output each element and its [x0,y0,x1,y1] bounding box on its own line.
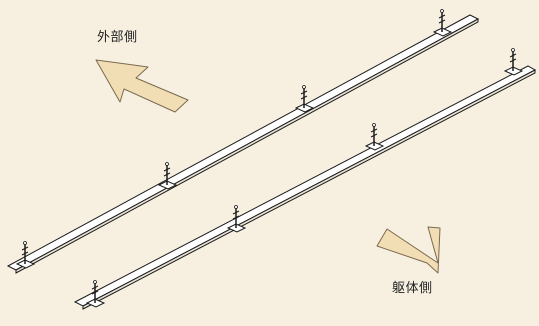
plank-upper-edge [15,18,479,274]
support-upper-4 [432,9,453,37]
support-lower-4 [503,48,524,76]
body-side-arrow [376,226,441,274]
support-upper-3 [294,85,315,113]
support-lower-2 [226,205,247,233]
plank-upper-top [6,14,480,271]
outer-side-arrow [95,59,189,113]
support-upper-2 [157,162,178,190]
support-lower-3 [364,123,385,151]
support-upper-1 [15,241,36,269]
plank-lower-edge [82,69,536,310]
plank-lower-top [73,65,537,307]
plank-lower [73,65,537,310]
plank-upper [6,14,480,274]
support-lower-1 [85,280,106,308]
outer-side-label: 外部側 [97,30,138,45]
body-side-label: 躯体側 [392,281,433,296]
